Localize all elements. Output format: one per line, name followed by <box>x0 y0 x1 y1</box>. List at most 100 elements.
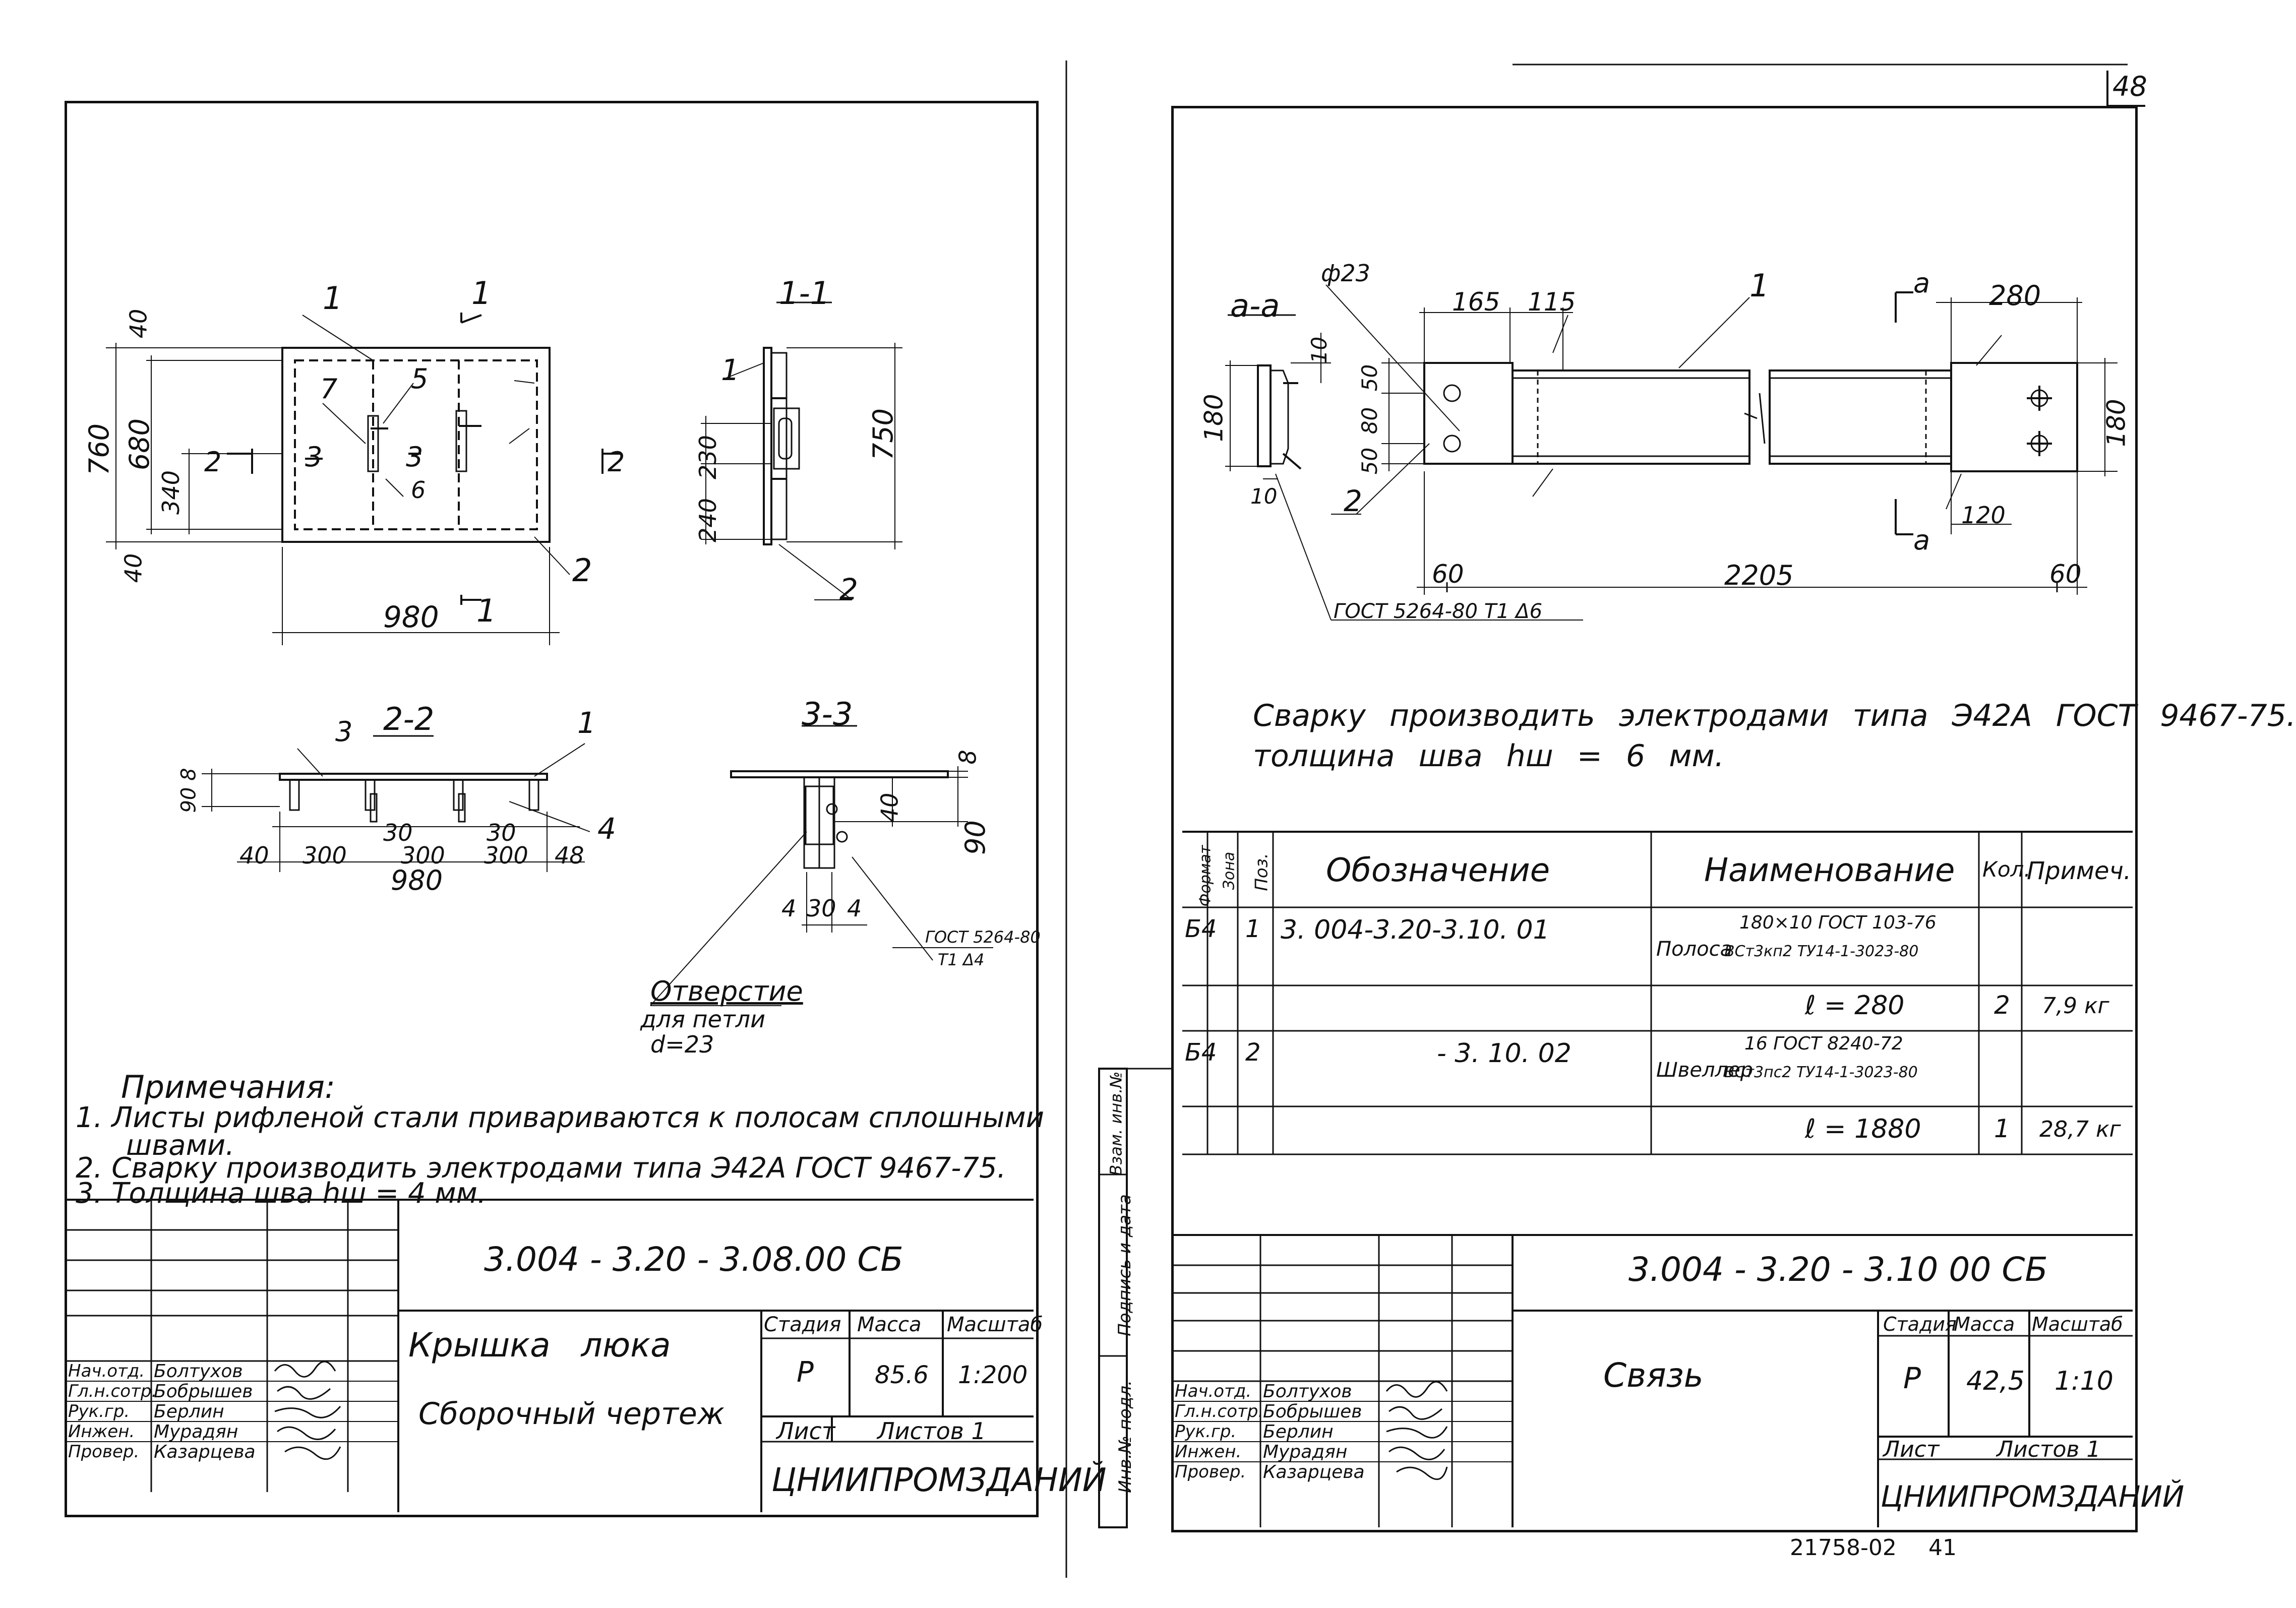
dimension: 60 <box>2049 560 2082 589</box>
role: Инжен. <box>1175 1442 1242 1462</box>
role: Рук.гр. <box>68 1401 130 1421</box>
note-line: 2. Сварку производить электродами типа Э… <box>76 1152 1006 1185</box>
dimension: 30 <box>807 895 836 922</box>
person-name: Бобрышев <box>1263 1401 1362 1422</box>
section-title: 3-3 <box>802 696 853 732</box>
dimension: 50 <box>1357 364 1382 392</box>
row2-name-bottom: ВСт3пс2 ТУ14-1-3023-80 <box>1724 1064 1918 1081</box>
left-sheet-frame <box>65 101 1039 1517</box>
pos-label: 2 <box>839 572 858 606</box>
person-name: Мурадян <box>1263 1442 1348 1462</box>
row1-name: Полоса <box>1656 938 1733 961</box>
section-mark: а <box>1913 267 1930 299</box>
sheets-header: Листов 1 <box>877 1417 986 1445</box>
dimension: ф23 <box>1321 260 1370 287</box>
dimension: 340 <box>157 470 185 515</box>
role: Рук.гр. <box>1175 1421 1237 1442</box>
dimension: 8 <box>954 750 982 765</box>
section-title: 1-1 <box>779 275 830 312</box>
section-mark: 3 <box>406 441 424 473</box>
handwritten-signature <box>274 1360 341 1460</box>
weld-note: ГОСТ 5264-80 <box>925 927 1041 947</box>
stamp-replace: Взам. инв.№ <box>1106 1071 1126 1176</box>
row2-name-top: 16 ГОСТ 8240-72 <box>1744 1033 1903 1054</box>
person-name: Бобрышев <box>154 1381 253 1402</box>
dimension: 760 <box>83 423 115 476</box>
row1b-name: ℓ = 280 <box>1805 991 1905 1021</box>
row1-format: Б4 <box>1185 915 1217 943</box>
header-name: Наименование <box>1704 852 1955 889</box>
row1-name-bottom: ВСт3кп2 ТУ14-1-3023-80 <box>1724 943 1919 960</box>
stamp-inv-no: Инв.№ подл. <box>1115 1380 1135 1493</box>
dimension: 80 <box>1357 407 1382 435</box>
page-number: 48 <box>2112 71 2147 102</box>
person-name: Берлин <box>154 1401 224 1422</box>
mass-value: 85.6 <box>875 1361 929 1389</box>
row1-pos: 1 <box>1245 915 1261 943</box>
row2-designation: - 3. 10. 02 <box>1437 1038 1572 1069</box>
drawing-code: 3.004 - 3.20 - 3.10 00 СБ <box>1628 1250 2048 1289</box>
header-qty: Кол. <box>1982 857 2031 882</box>
header-pos: Поз. <box>1251 853 1272 891</box>
dimension: 4 <box>847 895 862 922</box>
row2b-name: ℓ = 1880 <box>1805 1114 1921 1144</box>
row1b-note: 7,9 кг <box>2042 993 2109 1019</box>
mass-header: Масса <box>857 1313 922 1336</box>
pos-label: 1 <box>323 280 343 317</box>
drawing-linework <box>66 60 2145 1578</box>
pos-label: 1 <box>721 353 740 387</box>
stage-value: Р <box>797 1356 814 1389</box>
header-format: Формат <box>1196 845 1215 907</box>
pos-label: 1 <box>577 706 596 740</box>
pos-label: 2 <box>572 552 592 589</box>
organization: ЦНИИПРОМЗДАНИЙ <box>771 1462 1107 1499</box>
dimension: 40 <box>119 553 147 583</box>
role: Гл.н.сотр. <box>68 1381 157 1401</box>
stage-value: Р <box>1903 1361 1921 1395</box>
person-name: Казарцева <box>1263 1462 1365 1482</box>
hole-note: для петли <box>640 1006 765 1033</box>
drawing-type: Сборочный чертеж <box>418 1396 724 1432</box>
organization: ЦНИИПРОМЗДАНИЙ <box>1881 1479 2185 1514</box>
scale-value: 1:10 <box>2055 1366 2113 1396</box>
drawing-code: 3.004 - 3.20 - 3.08.00 СБ <box>484 1240 903 1279</box>
weld-note: Т1 Δ4 <box>938 950 985 969</box>
header-zone: Зона <box>1220 851 1238 890</box>
archive-code-2: 41 <box>1928 1535 1957 1561</box>
section-mark: а <box>1913 524 1930 556</box>
dimension: 40 <box>239 842 269 869</box>
scale-header: Масштаб <box>2032 1313 2123 1335</box>
note-line: 3. Толщина шва hш = 4 мм. <box>76 1177 487 1210</box>
header-note: Примеч. <box>2027 857 2132 885</box>
dimension: 48 <box>555 842 584 869</box>
person-name: Болтухов <box>154 1361 243 1382</box>
dimension: 40 <box>876 792 903 823</box>
stamp-sign-date: Подпись и дата <box>1114 1194 1135 1336</box>
person-name: Казарцева <box>154 1442 256 1462</box>
stage-header: Стадия <box>764 1313 841 1336</box>
dimension: 980 <box>383 600 439 634</box>
row2b-note: 28,7 кг <box>2039 1117 2121 1142</box>
dimension: 180 <box>1199 394 1229 442</box>
pos-label: 7 <box>320 373 338 405</box>
mass-value: 42,5 <box>1966 1366 2025 1396</box>
pos-label: 6 <box>411 476 426 504</box>
person-name: Мурадян <box>154 1421 238 1442</box>
archive-code: 21758-02 <box>1790 1535 1897 1561</box>
role: Нач.отд. <box>68 1361 145 1381</box>
sheet-header: Лист <box>1883 1437 1940 1462</box>
dimension: 680 <box>124 418 156 471</box>
dimension: 750 <box>867 408 899 461</box>
scale-header: Масштаб <box>947 1313 1043 1336</box>
section-mark: 2 <box>608 446 625 478</box>
section-mark: 1 <box>471 275 492 312</box>
dimension: 165 <box>1452 287 1500 317</box>
dimension: 4 <box>781 895 797 922</box>
row2-pos: 2 <box>1245 1038 1261 1067</box>
sheets-header: Листов 1 <box>1997 1437 2101 1462</box>
dimension: 30 <box>383 819 413 846</box>
section-title: а-а <box>1230 287 1280 324</box>
hole-note: d=23 <box>650 1031 714 1058</box>
section-title: 2-2 <box>383 701 435 737</box>
role: Нач.отд. <box>1175 1381 1252 1401</box>
